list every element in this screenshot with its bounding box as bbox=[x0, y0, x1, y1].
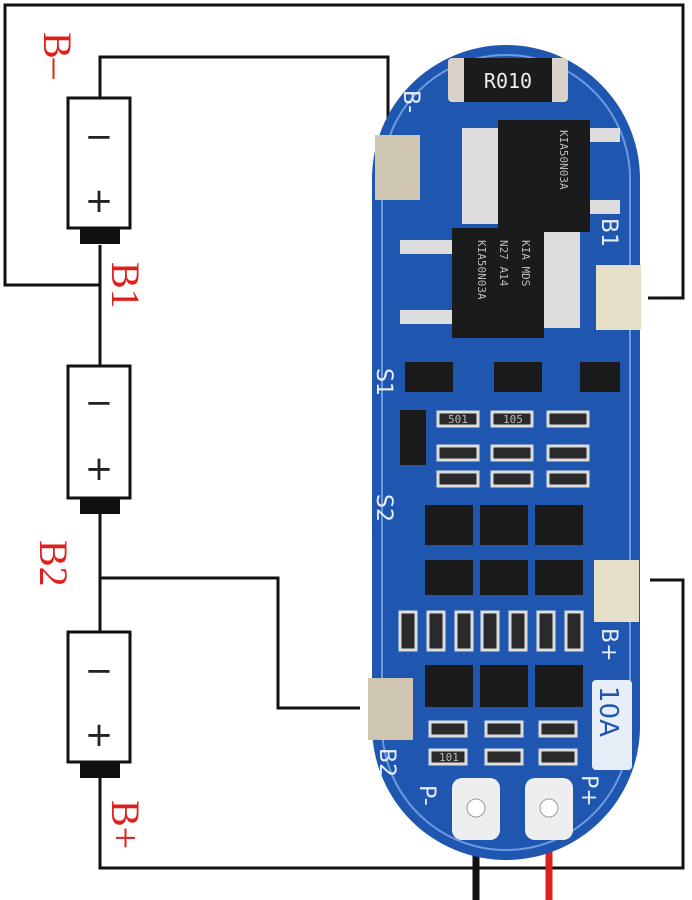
pad-b-plus bbox=[594, 560, 639, 622]
wire-b-plus bbox=[98, 578, 685, 870]
battery-2: − + bbox=[66, 364, 132, 514]
battery-3: − + bbox=[66, 630, 132, 778]
wire-b2-pad bbox=[100, 576, 360, 710]
wires bbox=[3, 3, 685, 870]
silk-b-plus: B+ bbox=[596, 628, 621, 662]
minus-sign: − bbox=[85, 383, 114, 423]
plus-sign: + bbox=[85, 715, 114, 755]
minus-sign: − bbox=[85, 651, 114, 691]
label-b1: B1 bbox=[103, 262, 148, 309]
label-b2: B2 bbox=[31, 540, 76, 587]
mosfet-text: KIA MDS bbox=[519, 240, 532, 286]
wire-b-minus bbox=[98, 55, 390, 165]
resistor-code: 101 bbox=[439, 751, 459, 764]
plus-sign: + bbox=[85, 181, 114, 221]
plus-sign: + bbox=[85, 449, 114, 489]
resistor-code: 105 bbox=[503, 413, 523, 426]
minus-sign: − bbox=[85, 117, 114, 157]
mosfet-1: KIA50N03A bbox=[462, 120, 620, 232]
silk-b1: B1 bbox=[596, 218, 621, 247]
rating-label: 10A bbox=[593, 686, 623, 737]
silk-b2: B2 bbox=[374, 748, 399, 777]
silk-p-minus: P- bbox=[414, 785, 439, 806]
silk-s1: S1 bbox=[371, 368, 396, 396]
label-b-plus: B+ bbox=[103, 800, 148, 849]
silk-s2: S2 bbox=[371, 494, 396, 522]
battery-1: − + bbox=[66, 96, 132, 244]
bms-board: R010 B- B1 B+ 10A B2 S1 S2 KIA50N03A KIA… bbox=[368, 45, 641, 860]
shunt-label: R010 bbox=[484, 69, 532, 93]
small-ics bbox=[400, 362, 620, 707]
pad-b2 bbox=[368, 678, 413, 740]
resistors bbox=[398, 410, 590, 766]
mosfet-text: KIA50N03A bbox=[475, 240, 488, 300]
wire-b1-loop bbox=[3, 3, 685, 300]
mosfet-2: KIA50N03A N27 A14 KIA MDS bbox=[400, 228, 580, 338]
label-b-minus: B– bbox=[35, 32, 80, 80]
mosfet-text: KIA50N03A bbox=[557, 130, 570, 190]
pad-b-minus bbox=[375, 135, 420, 200]
resistor-code: 501 bbox=[448, 413, 468, 426]
silk-p-plus: P+ bbox=[576, 775, 601, 807]
pad-b1 bbox=[596, 265, 641, 330]
mosfet-text: N27 A14 bbox=[497, 240, 510, 287]
silk-b-minus: B- bbox=[398, 90, 423, 113]
